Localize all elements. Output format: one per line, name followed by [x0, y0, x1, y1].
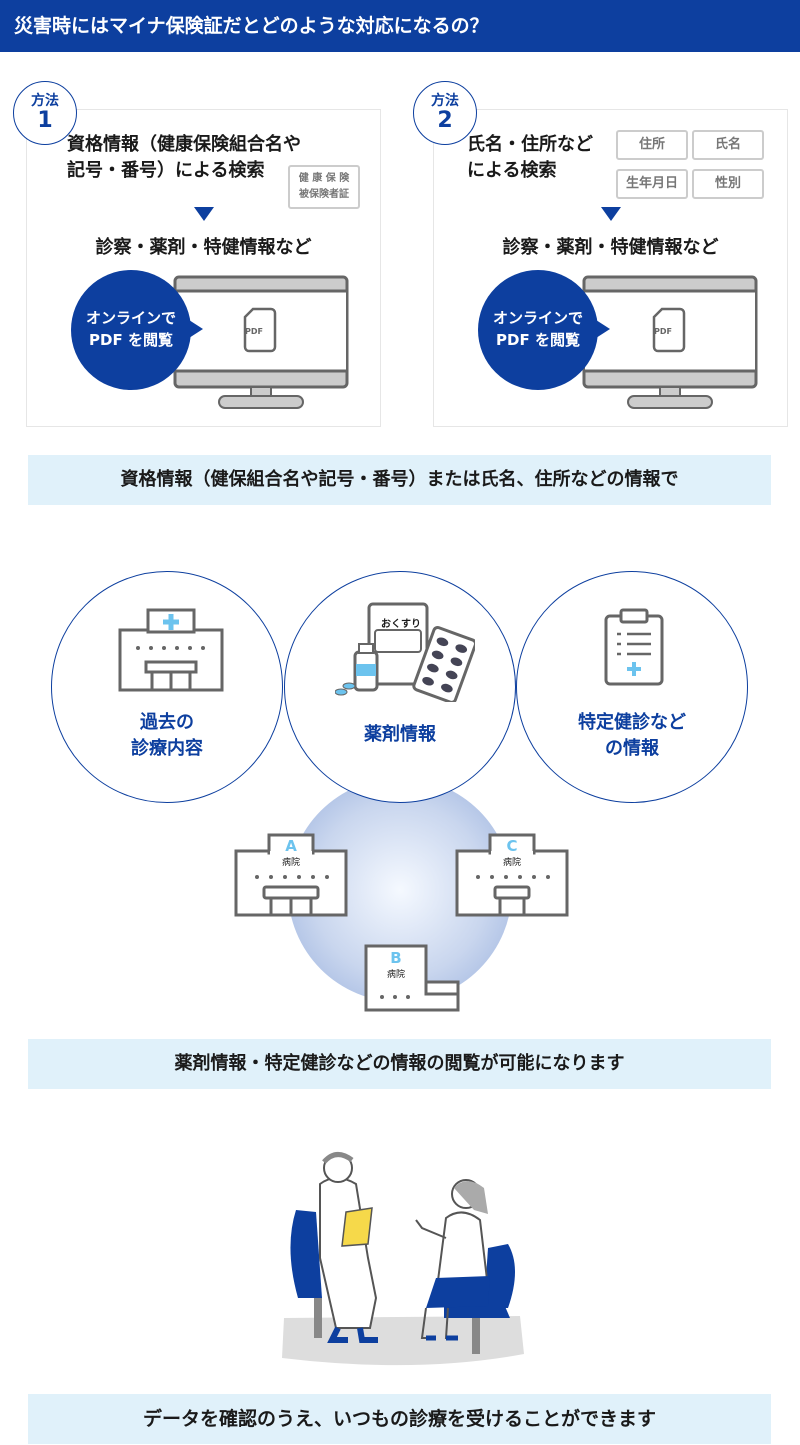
badge-label: 方法 — [31, 93, 59, 109]
hospital-a: A 病院 — [234, 833, 348, 917]
insurance-card-icon: 健 康 保 険被保険者証 — [288, 165, 360, 209]
banner-viewing-info: 薬剤情報・特定健診などの情報の閲覧が可能になります — [28, 1039, 771, 1089]
tag-birthdate: 生年月日 — [616, 169, 688, 199]
tag-name: 氏名 — [692, 130, 764, 160]
title-line: による検索 — [467, 160, 557, 181]
pdf-label: PDF — [654, 327, 672, 336]
bubble-line: オンラインで — [492, 309, 583, 327]
method-2-result: 診察・薬剤・特健情報など — [502, 237, 719, 258]
badge-number: 1 — [37, 108, 53, 133]
method-1-title: 資格情報（健康保険組合名や記号・番号）による検索 — [67, 132, 301, 184]
banner-search-info: 資格情報（健保組合名や記号・番号）または氏名、住所などの情報で — [28, 455, 771, 505]
online-pdf-bubble: オンラインで PDF を閲覧 — [478, 270, 610, 390]
circle-label: 薬剤情報 — [364, 724, 436, 745]
circle-health-checkup: 特定健診などの情報 — [516, 571, 748, 803]
title-line: 資格情報（健康保険組合名や — [67, 134, 301, 155]
hospital-icon — [234, 833, 348, 917]
circle-past-treatment: 過去の診療内容 — [51, 571, 283, 803]
page-header: 災害時にはマイナ保険証だとどのような対応になるの？ — [0, 0, 800, 52]
circle-label: の情報 — [605, 738, 659, 759]
hospital-label: 病院 — [386, 970, 405, 980]
title-line: 記号・番号）による検索 — [67, 160, 265, 181]
monitor-icon — [582, 275, 758, 409]
bubble-line: PDF を閲覧 — [496, 331, 580, 349]
method-2-title: 氏名・住所などによる検索 — [467, 132, 593, 184]
medicine-icon — [335, 602, 475, 702]
badge-number: 2 — [437, 108, 453, 133]
hospital-letter: A — [285, 837, 297, 855]
hospital-letter: B — [390, 949, 402, 967]
hospital-icon — [118, 608, 224, 692]
bubble-line: PDF を閲覧 — [89, 331, 173, 349]
card-line: 被保険者証 — [299, 189, 349, 200]
badge-label: 方法 — [431, 93, 459, 109]
bubble-line: オンラインで — [85, 309, 176, 327]
arrow-down-icon — [601, 207, 621, 221]
arrow-down-icon — [194, 207, 214, 221]
online-pdf-bubble: オンラインで PDF を閲覧 — [71, 270, 203, 390]
hospital-c: C 病院 — [455, 833, 569, 917]
circle-medicine-info: おくすり 薬剤情報 — [284, 571, 516, 803]
tag-address: 住所 — [616, 130, 688, 160]
tag-gender: 性別 — [692, 169, 764, 199]
hospital-label: 病院 — [502, 858, 521, 868]
doctor-patient-illustration — [282, 1152, 524, 1366]
banner-consultation: データを確認のうえ、いつもの診療を受けることができます — [28, 1394, 771, 1444]
hospital-b: B 病院 — [364, 944, 460, 1014]
medicine-label: おくすり — [381, 619, 421, 630]
hospital-letter: C — [506, 837, 518, 855]
clipboard-icon — [604, 608, 664, 686]
hospital-icon — [364, 944, 460, 1012]
hospital-label: 病院 — [281, 858, 300, 868]
hospital-icon — [455, 833, 569, 917]
pdf-label: PDF — [245, 327, 263, 336]
monitor-icon — [173, 275, 349, 409]
title-line: 氏名・住所など — [467, 134, 593, 155]
circle-label: 診療内容 — [131, 738, 203, 759]
card-line: 健 康 保 険 — [298, 173, 350, 184]
circle-label: 過去の — [140, 712, 194, 733]
method-1-result: 診察・薬剤・特健情報など — [95, 237, 312, 258]
circle-label: 特定健診など — [578, 712, 686, 733]
